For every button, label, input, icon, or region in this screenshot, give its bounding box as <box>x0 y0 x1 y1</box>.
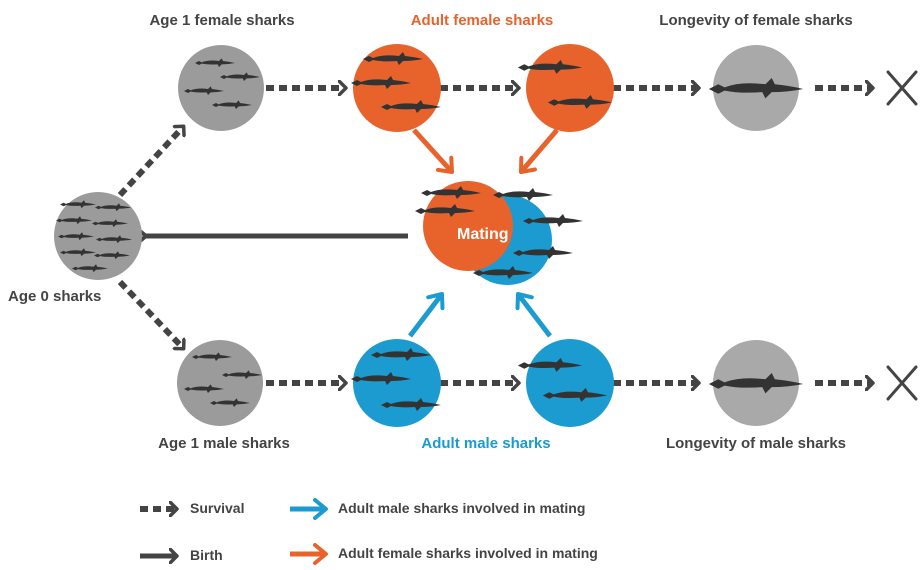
longevity-female-circle <box>709 45 803 131</box>
label-mating: Mating <box>457 226 509 244</box>
label-longevity-female: Longevity of female sharks <box>659 12 852 29</box>
adult-female-circle-1 <box>351 44 441 132</box>
legend-female-mating-label: Adult female sharks involved in mating <box>338 545 598 561</box>
label-age1-male: Age 1 male sharks <box>158 435 290 452</box>
adult-female-circle-2 <box>518 44 614 132</box>
female-mating-arrow-1 <box>414 130 452 172</box>
x-mark-icon <box>888 367 916 399</box>
female-mating-arrow-2 <box>521 130 557 172</box>
age1-male-circle <box>177 340 263 426</box>
adult-male-circle-1 <box>351 339 441 427</box>
age1-female-circle <box>178 45 264 131</box>
survival-arrow-to-age1-male <box>120 282 183 348</box>
longevity-male-circle <box>709 340 803 426</box>
male-mating-arrow-2 <box>518 294 550 336</box>
label-longevity-male: Longevity of male sharks <box>666 435 846 452</box>
legend-survival-label: Survival <box>190 500 244 516</box>
label-adult-male: Adult male sharks <box>421 435 550 452</box>
survival-arrow-to-age1-female <box>120 127 183 195</box>
adult-male-circle-2 <box>518 339 614 427</box>
legend-birth-label: Birth <box>190 547 223 563</box>
male-mating-arrow-1 <box>410 294 442 336</box>
label-adult-female: Adult female sharks <box>411 12 554 29</box>
label-age0: Age 0 sharks <box>8 288 101 305</box>
age0-circle <box>54 192 142 280</box>
x-mark-icon <box>888 72 916 104</box>
label-age1-female: Age 1 female sharks <box>149 12 294 29</box>
legend-male-mating-label: Adult male sharks involved in mating <box>338 500 585 516</box>
